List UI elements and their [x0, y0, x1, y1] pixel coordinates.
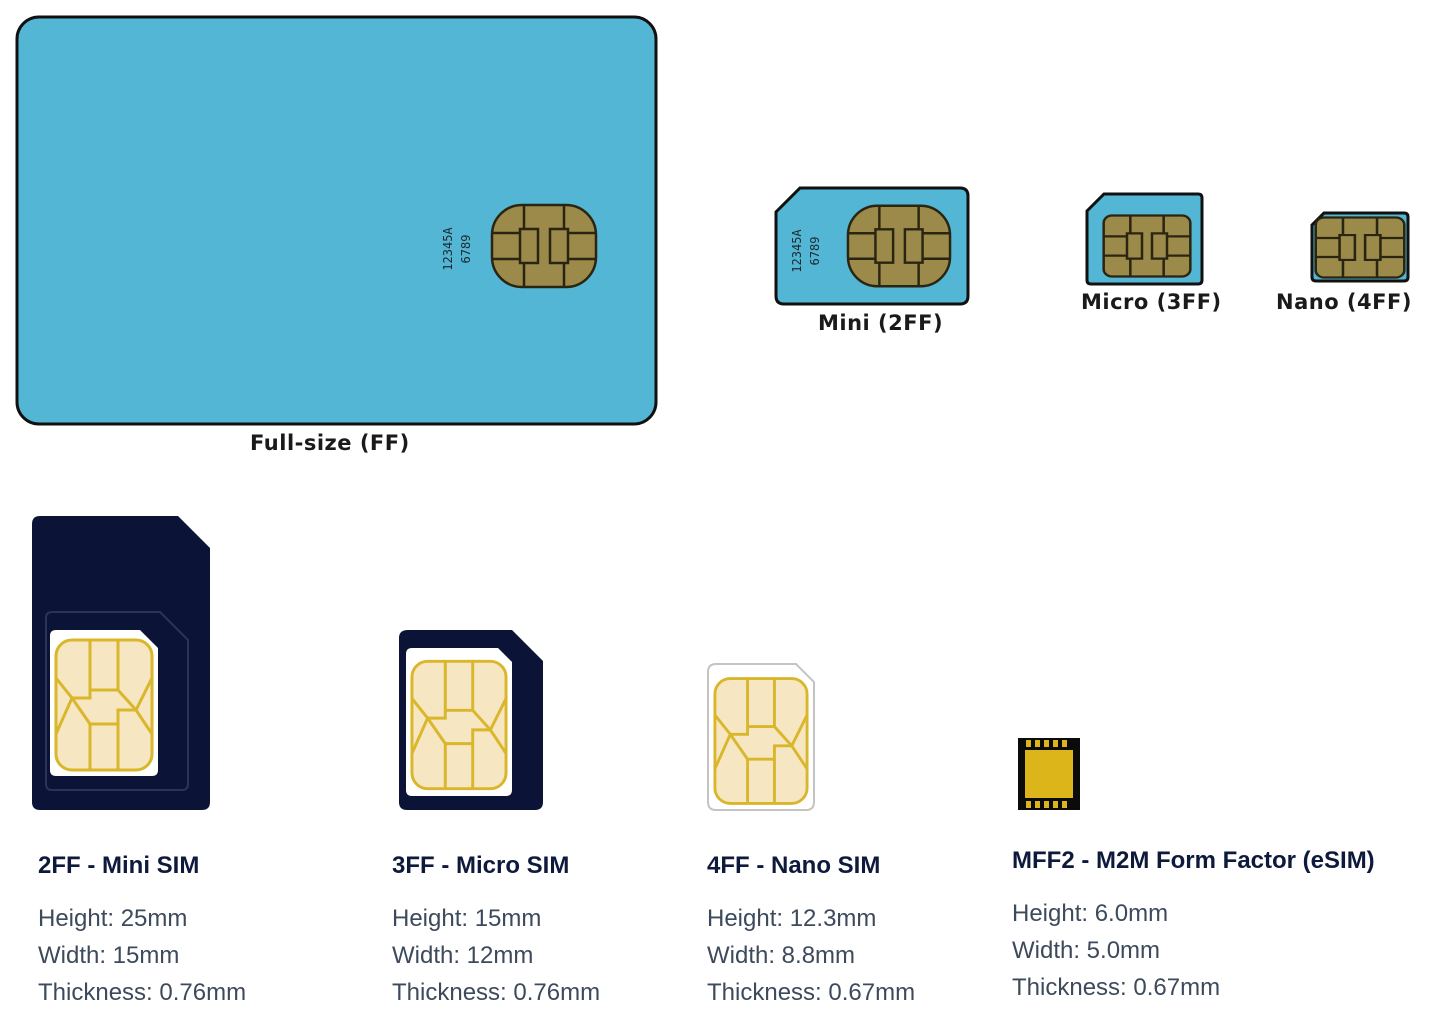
spec-title: MFF2 - M2M Form Factor (eSIM) [1012, 847, 1375, 874]
micro-sim-chip-icon [410, 659, 508, 791]
spec-title: 2FF - Mini SIM [38, 852, 200, 879]
spec-width: Width: 5.0mm [1012, 937, 1161, 964]
spec-thickness: Thickness: 0.67mm [707, 979, 916, 1006]
spec-thickness: Thickness: 0.67mm [1012, 974, 1221, 1001]
mini-label: Mini (2FF) [818, 311, 944, 335]
nano-chip-icon [1314, 216, 1406, 279]
spec-height: Height: 25mm [38, 905, 188, 932]
mini-chip-icon [846, 204, 952, 288]
spec-height: Height: 6.0mm [1012, 900, 1169, 927]
nano-label: Nano (4FF) [1276, 290, 1412, 314]
spec-height: Height: 12.3mm [707, 905, 877, 932]
spec-nano-sim: 4FF - Nano SIM Height: 12.3mm Width: 8.8… [707, 852, 1027, 1011]
full-size-chip-icon [490, 203, 598, 289]
spec-width: Width: 15mm [38, 942, 180, 969]
full-size-label: Full-size (FF) [250, 431, 410, 455]
spec-esim: MFF2 - M2M Form Factor (eSIM) Height: 6.… [1012, 847, 1412, 1006]
nano-sim-chip-icon [713, 677, 809, 805]
micro-chip-icon [1102, 214, 1192, 278]
spec-title: 3FF - Micro SIM [392, 852, 570, 879]
spec-height: Height: 15mm [392, 905, 542, 932]
spec-width: Width: 12mm [392, 942, 534, 969]
spec-mini-sim: 2FF - Mini SIM Height: 25mm Width: 15mm … [38, 852, 358, 1011]
spec-thickness: Thickness: 0.76mm [392, 979, 601, 1006]
spec-thickness: Thickness: 0.76mm [38, 979, 247, 1006]
spec-title: 4FF - Nano SIM [707, 852, 881, 879]
mini-sim-chip-icon [54, 638, 154, 772]
spec-micro-sim: 3FF - Micro SIM Height: 15mm Width: 12mm… [392, 852, 712, 1011]
spec-width: Width: 8.8mm [707, 942, 856, 969]
esim-chip-icon [1018, 738, 1080, 810]
micro-label: Micro (3FF) [1081, 290, 1222, 314]
